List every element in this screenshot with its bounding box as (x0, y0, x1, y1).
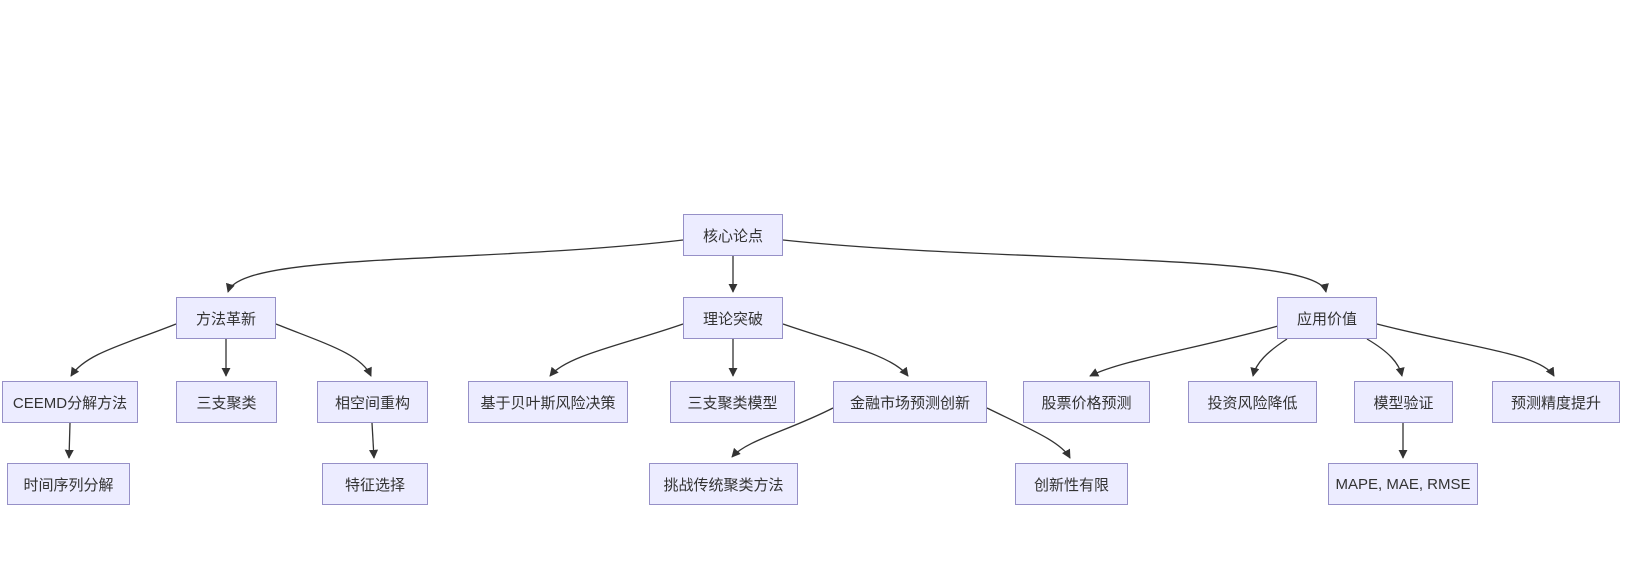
node-phase-space-label: 相空间重构 (334, 394, 410, 412)
node-three-way: 三支聚类 (176, 381, 277, 423)
edge-application-to-precision (1376, 323, 1555, 377)
node-metrics-label: MAPE, MAE, RMSE (1335, 475, 1471, 493)
node-time-series-label: 时间序列分解 (23, 476, 114, 494)
edge-phase-space-to-feature (368, 422, 379, 459)
node-challenge-label: 挑战传统聚类方法 (663, 476, 784, 494)
node-limited: 创新性有限 (1015, 463, 1128, 505)
node-core-label: 核心论点 (702, 227, 763, 245)
node-phase-space: 相空间重构 (317, 381, 428, 423)
edge-core-to-application (782, 239, 1329, 293)
node-three-way-model: 三支聚类模型 (670, 381, 795, 423)
edge-finance-to-challenge (731, 407, 834, 458)
node-ceemd-label: CEEMD分解方法 (12, 394, 128, 412)
node-finance: 金融市场预测创新 (833, 381, 987, 423)
node-application-label: 应用价值 (1296, 310, 1357, 328)
node-challenge: 挑战传统聚类方法 (649, 463, 798, 505)
node-precision: 预测精度提升 (1492, 381, 1620, 423)
node-bayes-label: 基于贝叶斯风险决策 (480, 394, 616, 412)
node-finance-label: 金融市场预测创新 (849, 394, 970, 412)
node-theory: 理论突破 (683, 297, 783, 339)
node-theory-label: 理论突破 (702, 310, 763, 328)
node-validation: 模型验证 (1354, 381, 1453, 423)
node-bayes: 基于贝叶斯风险决策 (468, 381, 628, 423)
node-time-series: 时间序列分解 (7, 463, 130, 505)
edge-finance-to-limited (986, 407, 1071, 459)
edge-method-to-phase-space (275, 323, 372, 377)
node-metrics: MAPE, MAE, RMSE (1328, 463, 1478, 505)
node-feature-label: 特征选择 (344, 476, 405, 494)
node-ceemd: CEEMD分解方法 (2, 381, 138, 423)
node-method-label: 方法革新 (195, 310, 256, 328)
node-method: 方法革新 (176, 297, 276, 339)
node-application: 应用价值 (1277, 297, 1377, 339)
node-precision-label: 预测精度提升 (1510, 394, 1601, 412)
edge-application-to-stock (1089, 325, 1279, 377)
node-core: 核心论点 (683, 214, 783, 256)
node-three-way-model-label: 三支聚类模型 (687, 394, 778, 412)
edge-core-to-method (226, 239, 684, 293)
node-risk-label: 投资风险降低 (1207, 394, 1298, 412)
edge-theory-to-bayes (549, 323, 684, 377)
node-stock: 股票价格预测 (1023, 381, 1150, 423)
node-stock-label: 股票价格预测 (1041, 394, 1132, 412)
edge-ceemd-to-time-series (64, 422, 74, 459)
edge-application-to-risk (1250, 338, 1288, 377)
node-validation-label: 模型验证 (1373, 394, 1434, 412)
edge-theory-to-finance (782, 323, 909, 377)
node-three-way-label: 三支聚类 (196, 394, 257, 412)
node-feature: 特征选择 (322, 463, 428, 505)
edge-application-to-validation (1366, 338, 1405, 377)
edge-method-to-ceemd (70, 323, 177, 377)
node-risk: 投资风险降低 (1188, 381, 1317, 423)
node-limited-label: 创新性有限 (1033, 476, 1109, 494)
